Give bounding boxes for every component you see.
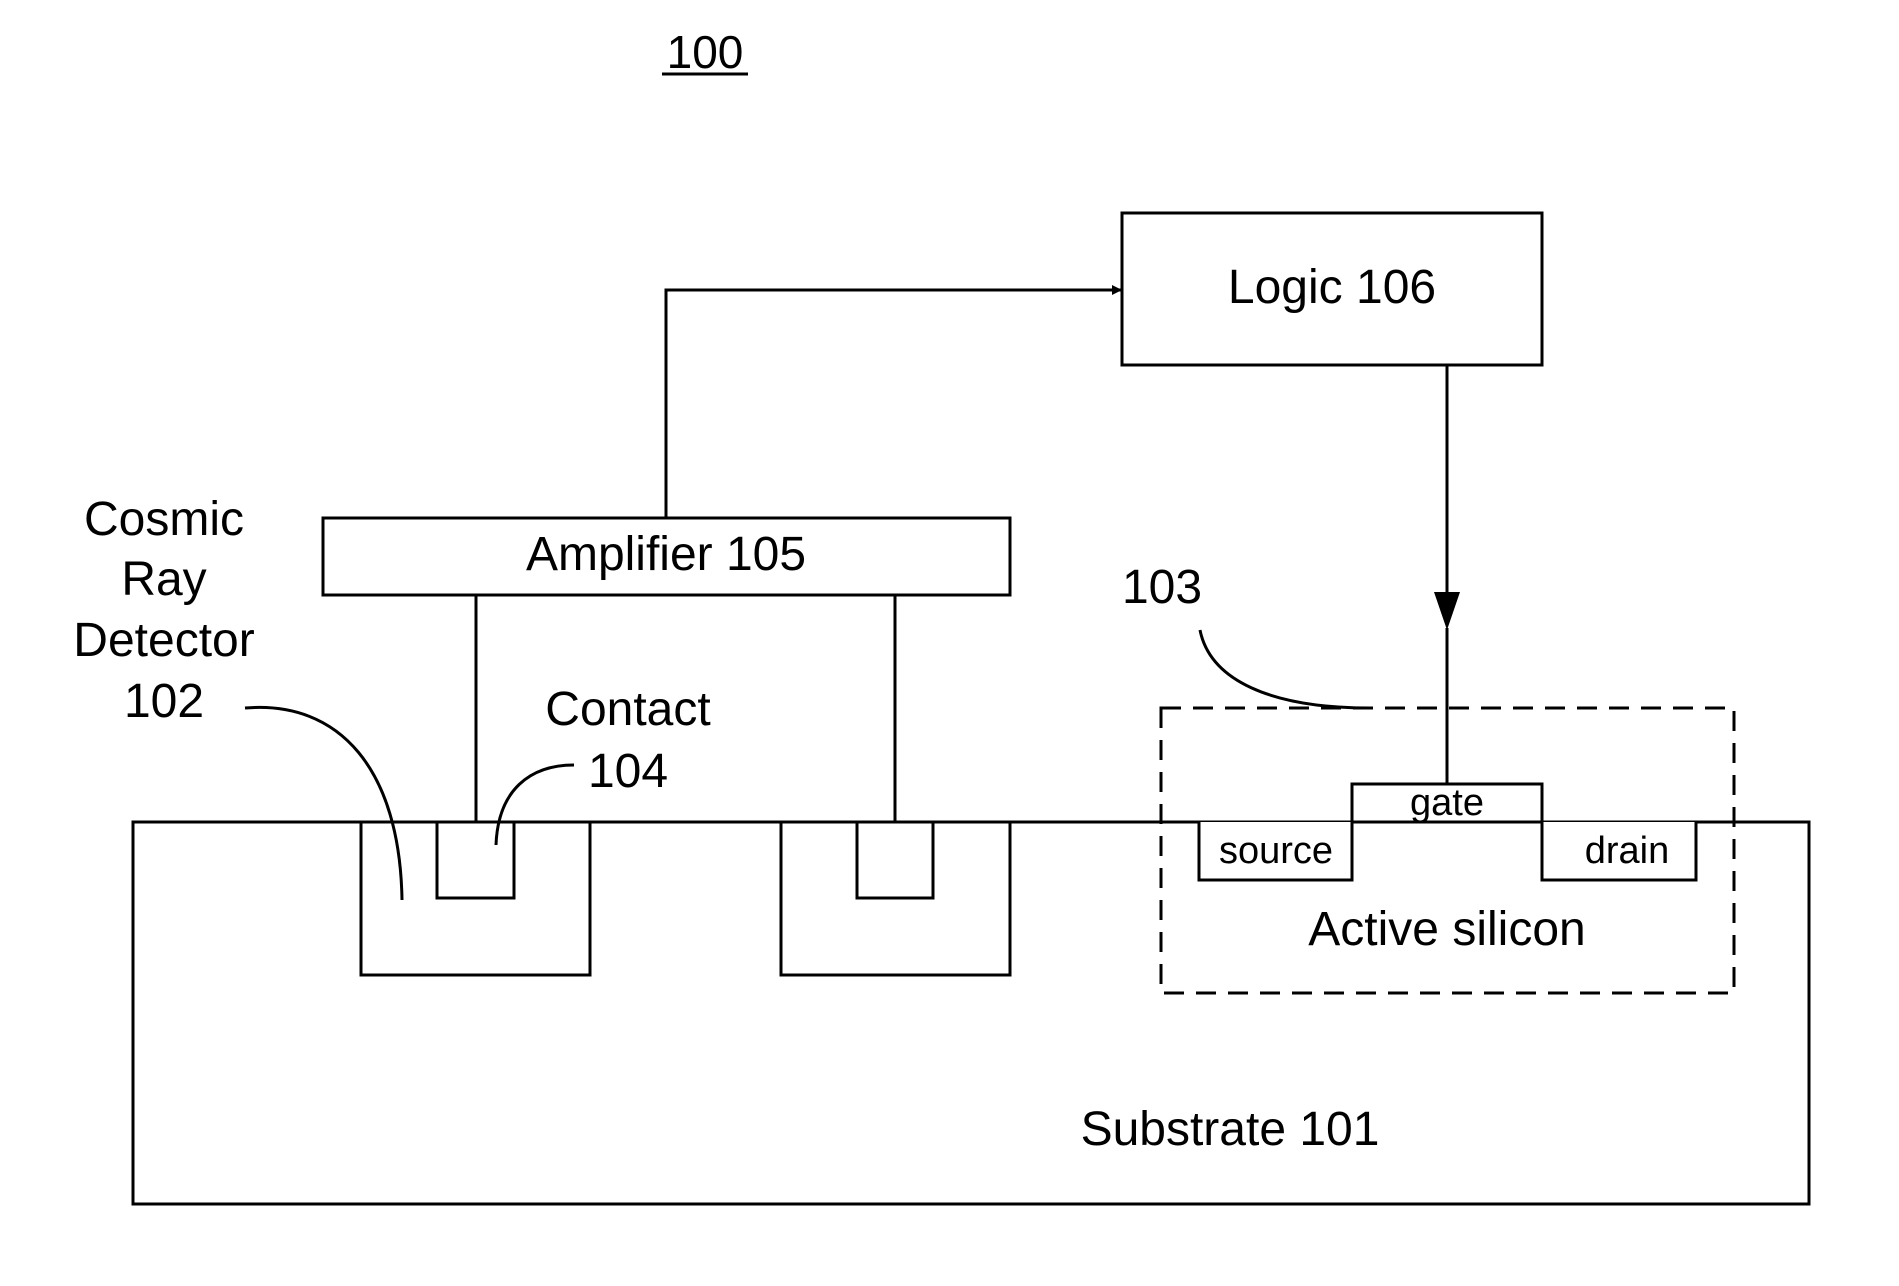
active-silicon-label: Active silicon (1308, 903, 1585, 956)
ref-103-label: 103 (1122, 561, 1202, 614)
substrate-label: Substrate 101 (1081, 1103, 1380, 1156)
contact-label-line2: 104 (588, 745, 668, 798)
detector-label-line4: 102 (124, 675, 204, 728)
wire-amp-to-logic (666, 290, 1122, 518)
detector-label-line1: Cosmic (84, 493, 244, 546)
ref-103-leader (1200, 630, 1370, 708)
source-label: source (1219, 830, 1333, 872)
contact-label-line1: Contact (545, 683, 710, 736)
logic-label: Logic 106 (1228, 261, 1436, 314)
figure-number: 100 (667, 26, 744, 78)
drain-label: drain (1585, 830, 1670, 872)
amplifier-label: Amplifier 105 (526, 528, 806, 581)
gate-label: gate (1410, 782, 1484, 824)
arrowhead-down (1434, 592, 1460, 630)
detector-label-line2: Ray (121, 553, 206, 606)
detector-label-line3: Detector (73, 614, 254, 667)
